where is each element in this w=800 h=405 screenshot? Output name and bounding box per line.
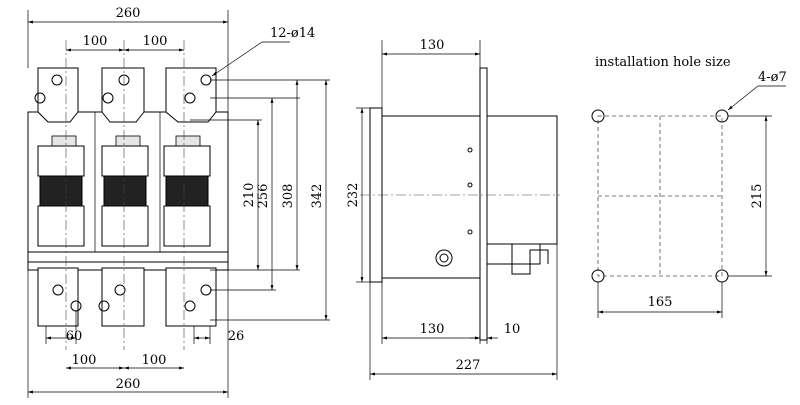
- front-dim-100-bottom-left: 100: [72, 353, 97, 368]
- side-body: [381, 115, 483, 279]
- hole-view-dim-165: 165: [648, 295, 673, 310]
- vacuum-interrupters: [37, 135, 211, 247]
- front-dim-100-bottom-right: 100: [142, 353, 167, 368]
- side-mounting-plate: [479, 67, 488, 341]
- installation-hole-view: installation hole size 4-ø7 215 165: [591, 55, 787, 318]
- top-terminal-plates: [34, 67, 217, 123]
- side-dim-232: 232: [346, 183, 361, 208]
- side-view: 130 232 130 10 227: [346, 38, 560, 380]
- front-dim-100-top-left: 100: [83, 34, 108, 49]
- front-dim-26: 26: [228, 329, 245, 344]
- side-dim-10: 10: [504, 322, 521, 337]
- mount-hole-top-left: [591, 109, 605, 123]
- front-hole-callout: 12-ø14: [270, 26, 315, 41]
- hole-view-title: installation hole size: [595, 55, 731, 70]
- front-dim-260-bottom: 260: [116, 377, 141, 392]
- front-dim-256: 256: [256, 184, 271, 209]
- side-rear-coil: [486, 115, 558, 245]
- side-dim-227: 227: [456, 358, 481, 373]
- hole-view-dim-215: 215: [750, 184, 765, 209]
- front-dim-308: 308: [281, 184, 296, 209]
- front-view: 260 100 100 12-ø14 210 256 308 342 60 26: [27, 6, 330, 398]
- front-dim-60: 60: [66, 329, 83, 344]
- front-dim-342: 342: [310, 184, 325, 209]
- front-dim-100-top-right: 100: [143, 34, 168, 49]
- front-dim-210: 210: [242, 183, 257, 208]
- bottom-terminal-plates: [37, 267, 217, 327]
- front-dim-260-top: 260: [116, 6, 141, 21]
- side-dim-130-top: 130: [420, 38, 445, 53]
- side-dim-130-bottom: 130: [420, 322, 445, 337]
- hole-pattern-outline: [597, 115, 723, 277]
- hole-view-callout: 4-ø7: [758, 70, 787, 85]
